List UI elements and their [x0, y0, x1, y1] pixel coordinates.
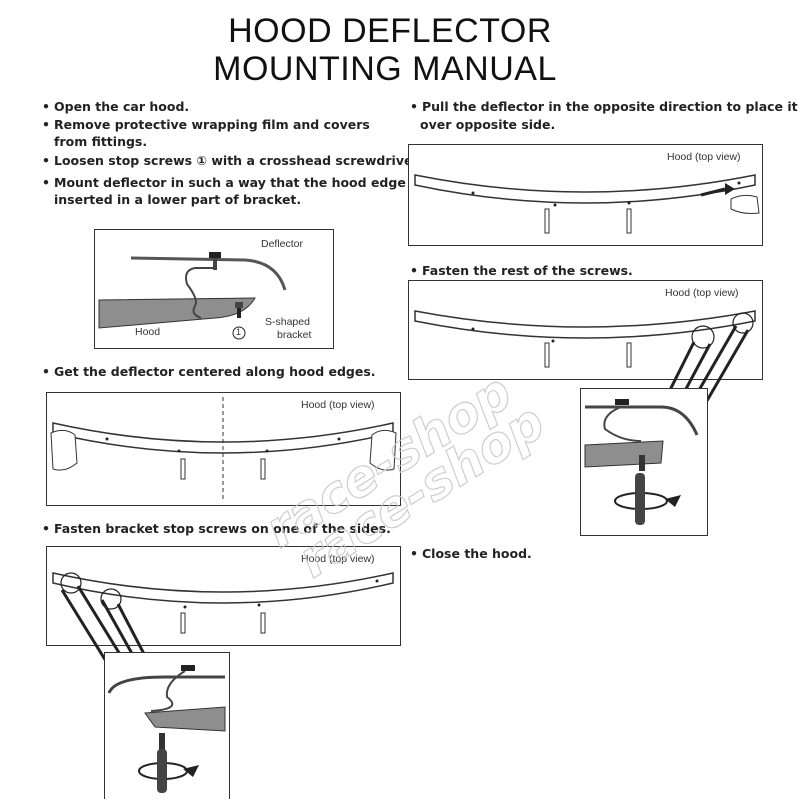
manual-title-line1: HOOD DEFLECTOR [228, 12, 552, 50]
right-hand-icon [369, 429, 397, 471]
center-deflector-panel: Hood (top view) [46, 392, 401, 506]
step-remove-film-cont: from fittings. [54, 134, 148, 149]
step-pull-deflector: •Pull the deflector in the opposite dire… [410, 99, 798, 114]
step-fasten-one-side: •Fasten bracket stop screws on one of th… [42, 521, 391, 536]
screwdriver-detail-right-drawing [584, 399, 699, 525]
step-pull-deflector-cont: over opposite side. [420, 117, 556, 132]
deflector-line [130, 256, 287, 291]
hood-shape [98, 297, 256, 329]
screw-number: 1 [236, 327, 242, 337]
top-view-label-2: Hood (top view) [301, 553, 375, 565]
hood-label: Hood [135, 326, 161, 338]
pull-deflector-drawing [414, 174, 760, 234]
bracket-detail-panel: Deflector Hood S-shaped bracket 1 [94, 229, 334, 349]
step-loosen-screws: •Loosen stop screws ① with a crosshead s… [42, 153, 422, 168]
center-deflector-drawing [50, 397, 397, 501]
screwdriver-detail-left-drawing [107, 665, 226, 793]
step-center-deflector: •Get the deflector centered along hood e… [42, 364, 376, 379]
top-view-label-1: Hood (top view) [301, 399, 375, 411]
screwdriver-detail-left [104, 652, 230, 799]
step-remove-film: •Remove protective wrapping film and cov… [42, 117, 370, 132]
step-close-hood: •Close the hood. [410, 546, 532, 561]
left-hand-icon [50, 429, 78, 471]
deflector-label: Deflector [261, 238, 304, 250]
bracket-label-2: bracket [277, 329, 312, 341]
s-bracket-shape [185, 267, 215, 319]
pull-deflector-panel: Hood (top view) [408, 144, 763, 246]
step-open-hood: •Open the car hood. [42, 99, 190, 114]
top-view-label-4: Hood (top view) [665, 287, 739, 299]
pulling-hand-icon [730, 194, 760, 214]
screwdriver-detail-right [580, 388, 708, 536]
bracket-detail-drawing [98, 252, 287, 340]
step-mount-deflector-cont: inserted in a lower part of bracket. [54, 192, 302, 207]
step-mount-deflector: •Mount deflector in such a way that the … [42, 175, 422, 190]
fasten-rest-panel: Hood (top view) [408, 280, 763, 380]
bracket-label-1: S-shaped [265, 316, 310, 328]
pull-arrow-icon [725, 183, 735, 195]
top-view-label-3: Hood (top view) [667, 151, 741, 163]
manual-title-line2: MOUNTING MANUAL [213, 50, 557, 88]
step-fasten-rest: •Fasten the rest of the screws. [410, 263, 633, 278]
